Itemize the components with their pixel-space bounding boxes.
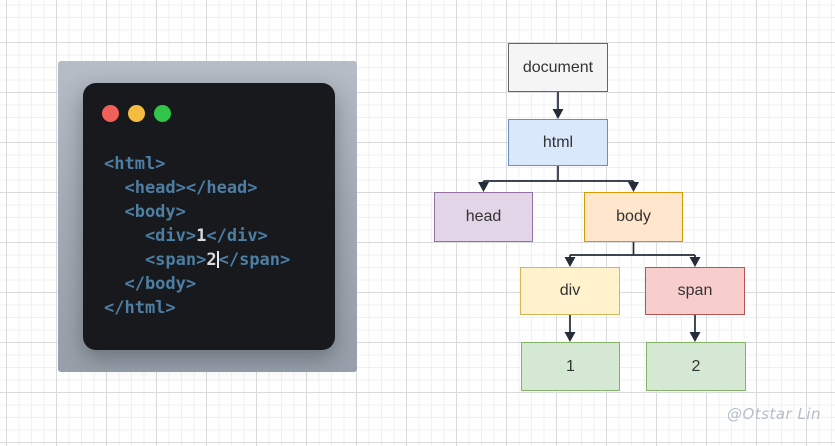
node-label: head [465, 208, 502, 225]
tree-node-text-1[interactable]: 1 [521, 342, 620, 391]
tree-node-div[interactable]: div [520, 267, 620, 315]
code-line: </html> [104, 296, 335, 320]
code-block: <html> <head></head> <body> <div>1</div>… [104, 152, 335, 320]
tree-node-span[interactable]: span [645, 267, 745, 315]
code-line: </body> [104, 272, 335, 296]
code-line: <span>2</span> [104, 248, 335, 272]
code-segment: <html> [104, 154, 166, 174]
code-segment: <div> [104, 226, 197, 246]
minimize-button[interactable] [128, 105, 145, 122]
maximize-button[interactable] [154, 105, 171, 122]
code-editor-window: <html> <head></head> <body> <div>1</div>… [83, 83, 335, 350]
tree-node-head[interactable]: head [434, 192, 533, 242]
code-segment: </html> [104, 298, 176, 318]
tree-node-text-2[interactable]: 2 [646, 342, 746, 391]
code-screenshot-panel: <html> <head></head> <body> <div>1</div>… [58, 61, 357, 372]
node-label: body [616, 208, 651, 225]
code-segment: <head></head> [104, 178, 258, 198]
code-segment: 1 [196, 226, 207, 246]
node-label: span [677, 282, 713, 299]
node-label: 2 [691, 357, 701, 375]
code-line: <div>1</div> [104, 224, 335, 248]
code-line: <head></head> [104, 176, 335, 200]
watermark-credit: @Otstar Lin [726, 405, 821, 423]
node-label: html [542, 133, 574, 151]
code-segment: <body> [104, 202, 186, 222]
code-segment: </span> [218, 250, 291, 270]
node-label: div [559, 282, 581, 299]
text-caret [216, 251, 219, 268]
code-segment: <span> [104, 250, 207, 270]
tree-node-html[interactable]: html [508, 119, 608, 166]
close-button[interactable] [102, 105, 119, 122]
tree-node-body[interactable]: body [584, 192, 683, 242]
code-segment: </body> [104, 274, 197, 294]
node-label: document [522, 58, 594, 76]
tree-node-document[interactable]: document [508, 43, 608, 92]
node-label: 1 [566, 357, 575, 375]
code-line: <html> [104, 152, 335, 176]
code-segment: </div> [206, 226, 268, 246]
window-titlebar [83, 83, 335, 122]
code-line: <body> [104, 200, 335, 224]
code-segment: 2 [206, 250, 217, 270]
